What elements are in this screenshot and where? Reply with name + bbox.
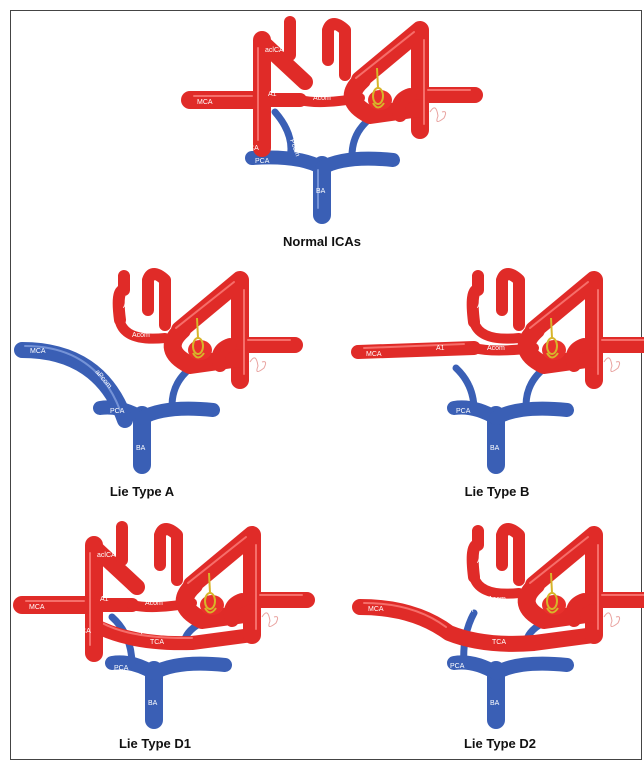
label-acom: Acom bbox=[132, 332, 150, 339]
label-a2: A2 bbox=[477, 303, 486, 310]
label-ba: BA bbox=[148, 700, 158, 707]
panel-title: Lie Type B bbox=[465, 484, 530, 499]
label-ba: BA bbox=[316, 188, 326, 195]
label-pca: PCA bbox=[450, 663, 465, 670]
label-a1: A1 bbox=[436, 345, 445, 352]
label-mca: MCA bbox=[368, 606, 384, 613]
panel-title: Normal ICAs bbox=[283, 234, 361, 249]
label-acom: Acom bbox=[488, 596, 506, 603]
label-mca: MCA bbox=[197, 99, 213, 106]
label-ba: BA bbox=[136, 445, 146, 452]
panel-title: Lie Type A bbox=[110, 484, 175, 499]
label-ba: BA bbox=[490, 700, 500, 707]
panel-title: Lie Type D2 bbox=[464, 736, 536, 751]
label-pca: PCA bbox=[255, 158, 270, 165]
label-mca: MCA bbox=[29, 604, 45, 611]
panel-lie-type-d1: aclCA A2 MCA A1 Acom clCA Pcom TCA PCA B… bbox=[22, 527, 307, 751]
label-mca: MCA bbox=[30, 348, 46, 355]
label-pca: PCA bbox=[114, 665, 129, 672]
label-aclica: aclCA bbox=[265, 47, 284, 54]
label-a2: A2 bbox=[137, 558, 146, 565]
label-tca: TCA bbox=[150, 639, 164, 646]
label-pca: PCA bbox=[110, 408, 125, 415]
label-ba: BA bbox=[490, 445, 500, 452]
label-a1: A1 bbox=[100, 596, 109, 603]
label-tca: TCA bbox=[492, 639, 506, 646]
label-a2: A2 bbox=[477, 558, 486, 565]
panel-lie-type-b: A2 MCA A1 Acom Pcom PCA BA Lie Type B bbox=[358, 274, 644, 499]
label-pca: PCA bbox=[456, 408, 471, 415]
label-a1: A1 bbox=[268, 91, 277, 98]
panel-lie-type-d2: A2 MCA Acom Pcom TCA PCA BA Lie Type D2 bbox=[360, 529, 644, 751]
label-acom: Acom bbox=[313, 95, 331, 102]
panel-lie-type-a: A2 Acom MCA aPcom PCA BA Lie Type A bbox=[22, 274, 295, 499]
label-acom: Acom bbox=[487, 345, 505, 352]
label-a2: A2 bbox=[305, 53, 314, 60]
label-mca: MCA bbox=[366, 351, 382, 358]
label-clica: clCA bbox=[244, 145, 259, 152]
label-a2: A2 bbox=[123, 303, 132, 310]
panel-title: Lie Type D1 bbox=[119, 736, 191, 751]
label-clica: clCA bbox=[76, 628, 91, 635]
label-aclica: aclCA bbox=[97, 552, 116, 559]
label-acom: Acom bbox=[145, 600, 163, 607]
panel-normal: aclCA A2 A1 MCA Acom Pcom clCA PCA BA No… bbox=[190, 22, 475, 249]
